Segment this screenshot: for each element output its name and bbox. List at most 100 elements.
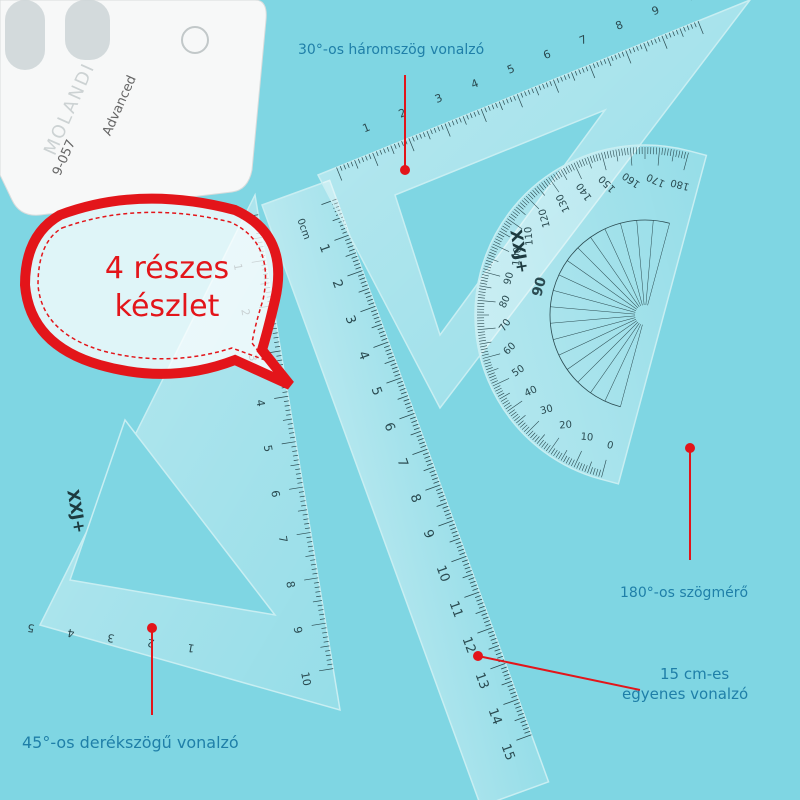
ruler-tick: [679, 28, 684, 37]
ruler-tick: [430, 129, 433, 135]
protractor-ray: [647, 223, 670, 306]
protractor-tick: [573, 450, 582, 468]
ruler-tick: [497, 655, 503, 659]
ruler-number: 13: [472, 671, 492, 692]
ruler-tick: [450, 527, 457, 531]
ruler-tick: [451, 530, 458, 534]
protractor-tick: [560, 169, 568, 181]
ruler-tick: [390, 363, 397, 366]
ruler-number: 14: [485, 706, 505, 727]
ruler-tick: [494, 648, 501, 652]
ruler-tick: [303, 518, 309, 520]
ruler-tick: [463, 563, 470, 566]
ruler-tick: [325, 654, 331, 657]
protractor-tick: [598, 153, 601, 161]
ruler-tick: [404, 402, 411, 406]
ruler-tick: [510, 691, 516, 695]
protractor-tick: [519, 422, 526, 428]
ruler-tick: [295, 473, 302, 475]
protractor-tick: [555, 172, 560, 179]
protractor-tick: [653, 147, 655, 155]
ruler-tick: [315, 591, 321, 593]
ruler-tick: [535, 86, 540, 96]
protractor-tick: [477, 327, 496, 330]
badge-line-2: készlet: [114, 288, 220, 324]
protractor-tick: [477, 331, 485, 333]
ruler-number: 10: [686, 0, 704, 3]
ruler-tick: [578, 69, 581, 75]
ruler-tick: [317, 604, 323, 607]
ruler-tick: [506, 98, 509, 104]
ruler-tick: [399, 388, 406, 391]
ruler-tick: [282, 418, 293, 421]
protractor-tick: [495, 387, 502, 392]
ruler-tick: [504, 677, 511, 681]
ruler-tick: [348, 248, 355, 252]
callout-dot: [147, 623, 157, 633]
protractor-tick: [584, 465, 588, 472]
protractor-tick: [543, 180, 549, 187]
protractor-tick: [553, 173, 558, 181]
protractor-tick: [560, 449, 568, 461]
protractor-tick: [483, 268, 491, 271]
ruler-tick: [477, 627, 493, 634]
ruler-tick: [334, 234, 350, 241]
protractor-tick: [584, 158, 588, 165]
ruler-tick: [629, 48, 632, 54]
ruler-tick: [567, 73, 571, 79]
ruler-tick: [451, 120, 455, 126]
ruler-tick: [520, 92, 524, 98]
protractor-tick: [503, 223, 511, 228]
ruler-tick: [437, 491, 444, 495]
protractor-tick: [505, 404, 512, 410]
ruler-tick: [311, 568, 317, 570]
protractor-tick: [485, 262, 492, 266]
protractor-tick: [521, 200, 528, 206]
ruler-tick: [694, 22, 697, 28]
protractor-tick: [488, 254, 495, 258]
ruler-tick: [293, 459, 299, 461]
ruler-tick: [274, 341, 280, 343]
protractor-tick: [490, 249, 497, 253]
ruler-tick: [481, 613, 488, 616]
protractor-ray: [567, 320, 637, 370]
ruler-tick: [446, 516, 453, 520]
ruler-tick: [322, 636, 328, 638]
protractor-tick: [479, 288, 487, 291]
protractor-tick: [528, 430, 534, 437]
ruler-tick: [476, 598, 483, 602]
protractor-tick: [592, 468, 596, 475]
protractor-tick: [534, 436, 540, 442]
ruler-tick: [523, 727, 529, 731]
ruler-tick: [465, 570, 472, 573]
ruler-tick: [323, 641, 329, 643]
ruler-tick: [390, 145, 395, 154]
protractor-tick: [477, 305, 485, 307]
ruler-tick: [347, 162, 350, 168]
protractor-tick: [486, 260, 493, 263]
ruler-tick: [417, 438, 424, 441]
ruler-tick: [520, 720, 527, 723]
callout-dot: [685, 443, 695, 453]
ruler-tick: [397, 395, 409, 400]
ruler-tick: [386, 352, 393, 356]
ruler-tick: [477, 602, 484, 606]
protractor-tick: [638, 147, 640, 155]
protractor-tick: [587, 157, 592, 169]
ruler-tick: [343, 164, 346, 170]
ruler-tick: [411, 420, 418, 423]
ruler-number: 5: [261, 444, 275, 453]
ruler-tick: [452, 534, 459, 538]
protractor-tick: [481, 350, 489, 354]
ruler-tick: [310, 563, 316, 566]
protractor-tick: [516, 206, 526, 215]
protractor-tick: [647, 147, 649, 155]
ruler-tick: [432, 477, 439, 481]
ruler-tick: [296, 477, 302, 480]
ruler-tick: [521, 723, 528, 727]
protractor-tick: [548, 437, 560, 453]
ruler-tick: [386, 377, 402, 384]
ruler-tick: [410, 430, 422, 436]
protractor-tick: [571, 163, 575, 171]
ruler-tick: [308, 550, 314, 552]
